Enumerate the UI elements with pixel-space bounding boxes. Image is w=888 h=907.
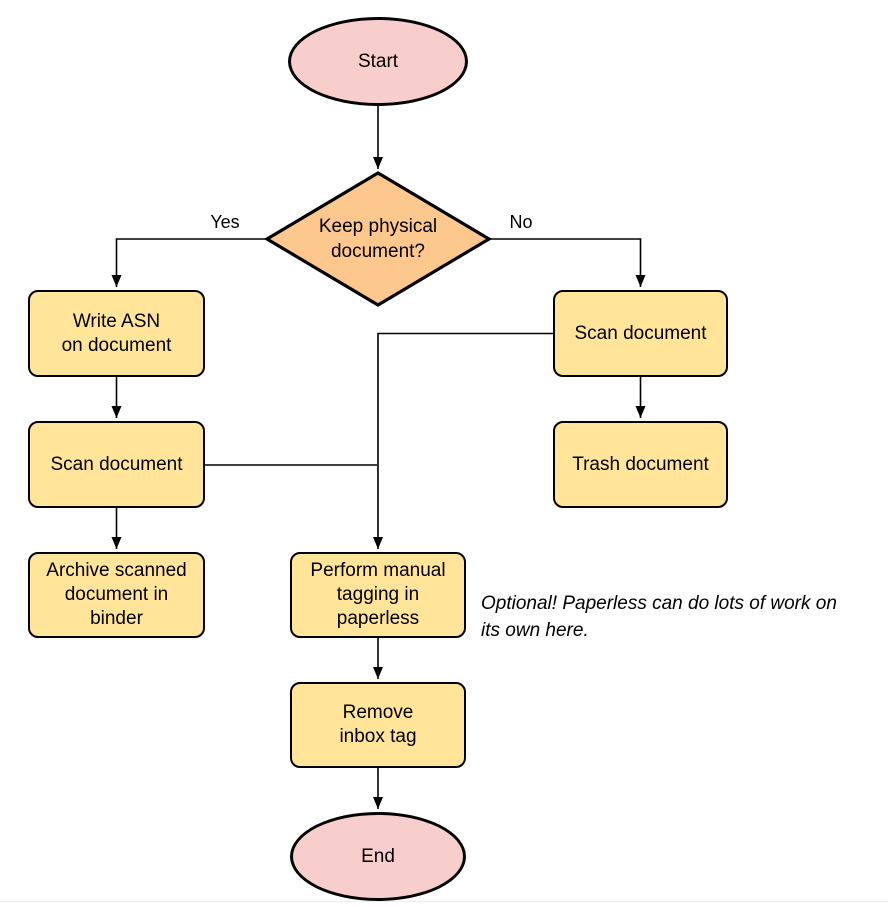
node-start: Start (288, 17, 468, 106)
decision-diamond-shape (263, 171, 493, 307)
node-trash-document-label: Trash document (572, 453, 709, 475)
node-trash-document: Trash document (553, 421, 728, 508)
node-scan-document-left: Scan document (28, 421, 205, 508)
node-manual-tagging: Perform manual tagging in paperless (290, 552, 466, 638)
node-write-asn-label: Write ASN on document (61, 310, 172, 356)
edge-scan-right-to-tagging (373, 332, 553, 549)
edge-decision-yes-to-write-asn (111, 238, 266, 287)
node-decision-label: Keep physical document? (318, 216, 438, 262)
node-scan-document-right-label: Scan document (574, 322, 707, 344)
optional-note: Optional! Paperless can do lots of work … (481, 593, 837, 641)
node-archive-binder-label: Archive scanned document in binder (46, 560, 187, 629)
node-remove-inbox-tag-label: Remove inbox tag (339, 702, 417, 747)
edge-label-no: No (509, 212, 533, 232)
edge-label-yes: Yes (210, 212, 240, 232)
bottom-edge-divider (0, 901, 888, 902)
node-remove-inbox-tag: Remove inbox tag (290, 682, 466, 768)
node-manual-tagging-label: Perform manual tagging in paperless (310, 560, 446, 629)
edge-decision-no-to-scan-right (490, 238, 646, 287)
node-write-asn: Write ASN on document (28, 290, 205, 377)
node-archive-binder: Archive scanned document in binder (28, 552, 205, 638)
node-end: End (290, 812, 466, 901)
node-scan-document-left-label: Scan document (50, 453, 183, 475)
node-scan-document-right: Scan document (553, 290, 728, 377)
node-end-label: End (361, 845, 395, 867)
node-start-label: Start (357, 50, 399, 72)
